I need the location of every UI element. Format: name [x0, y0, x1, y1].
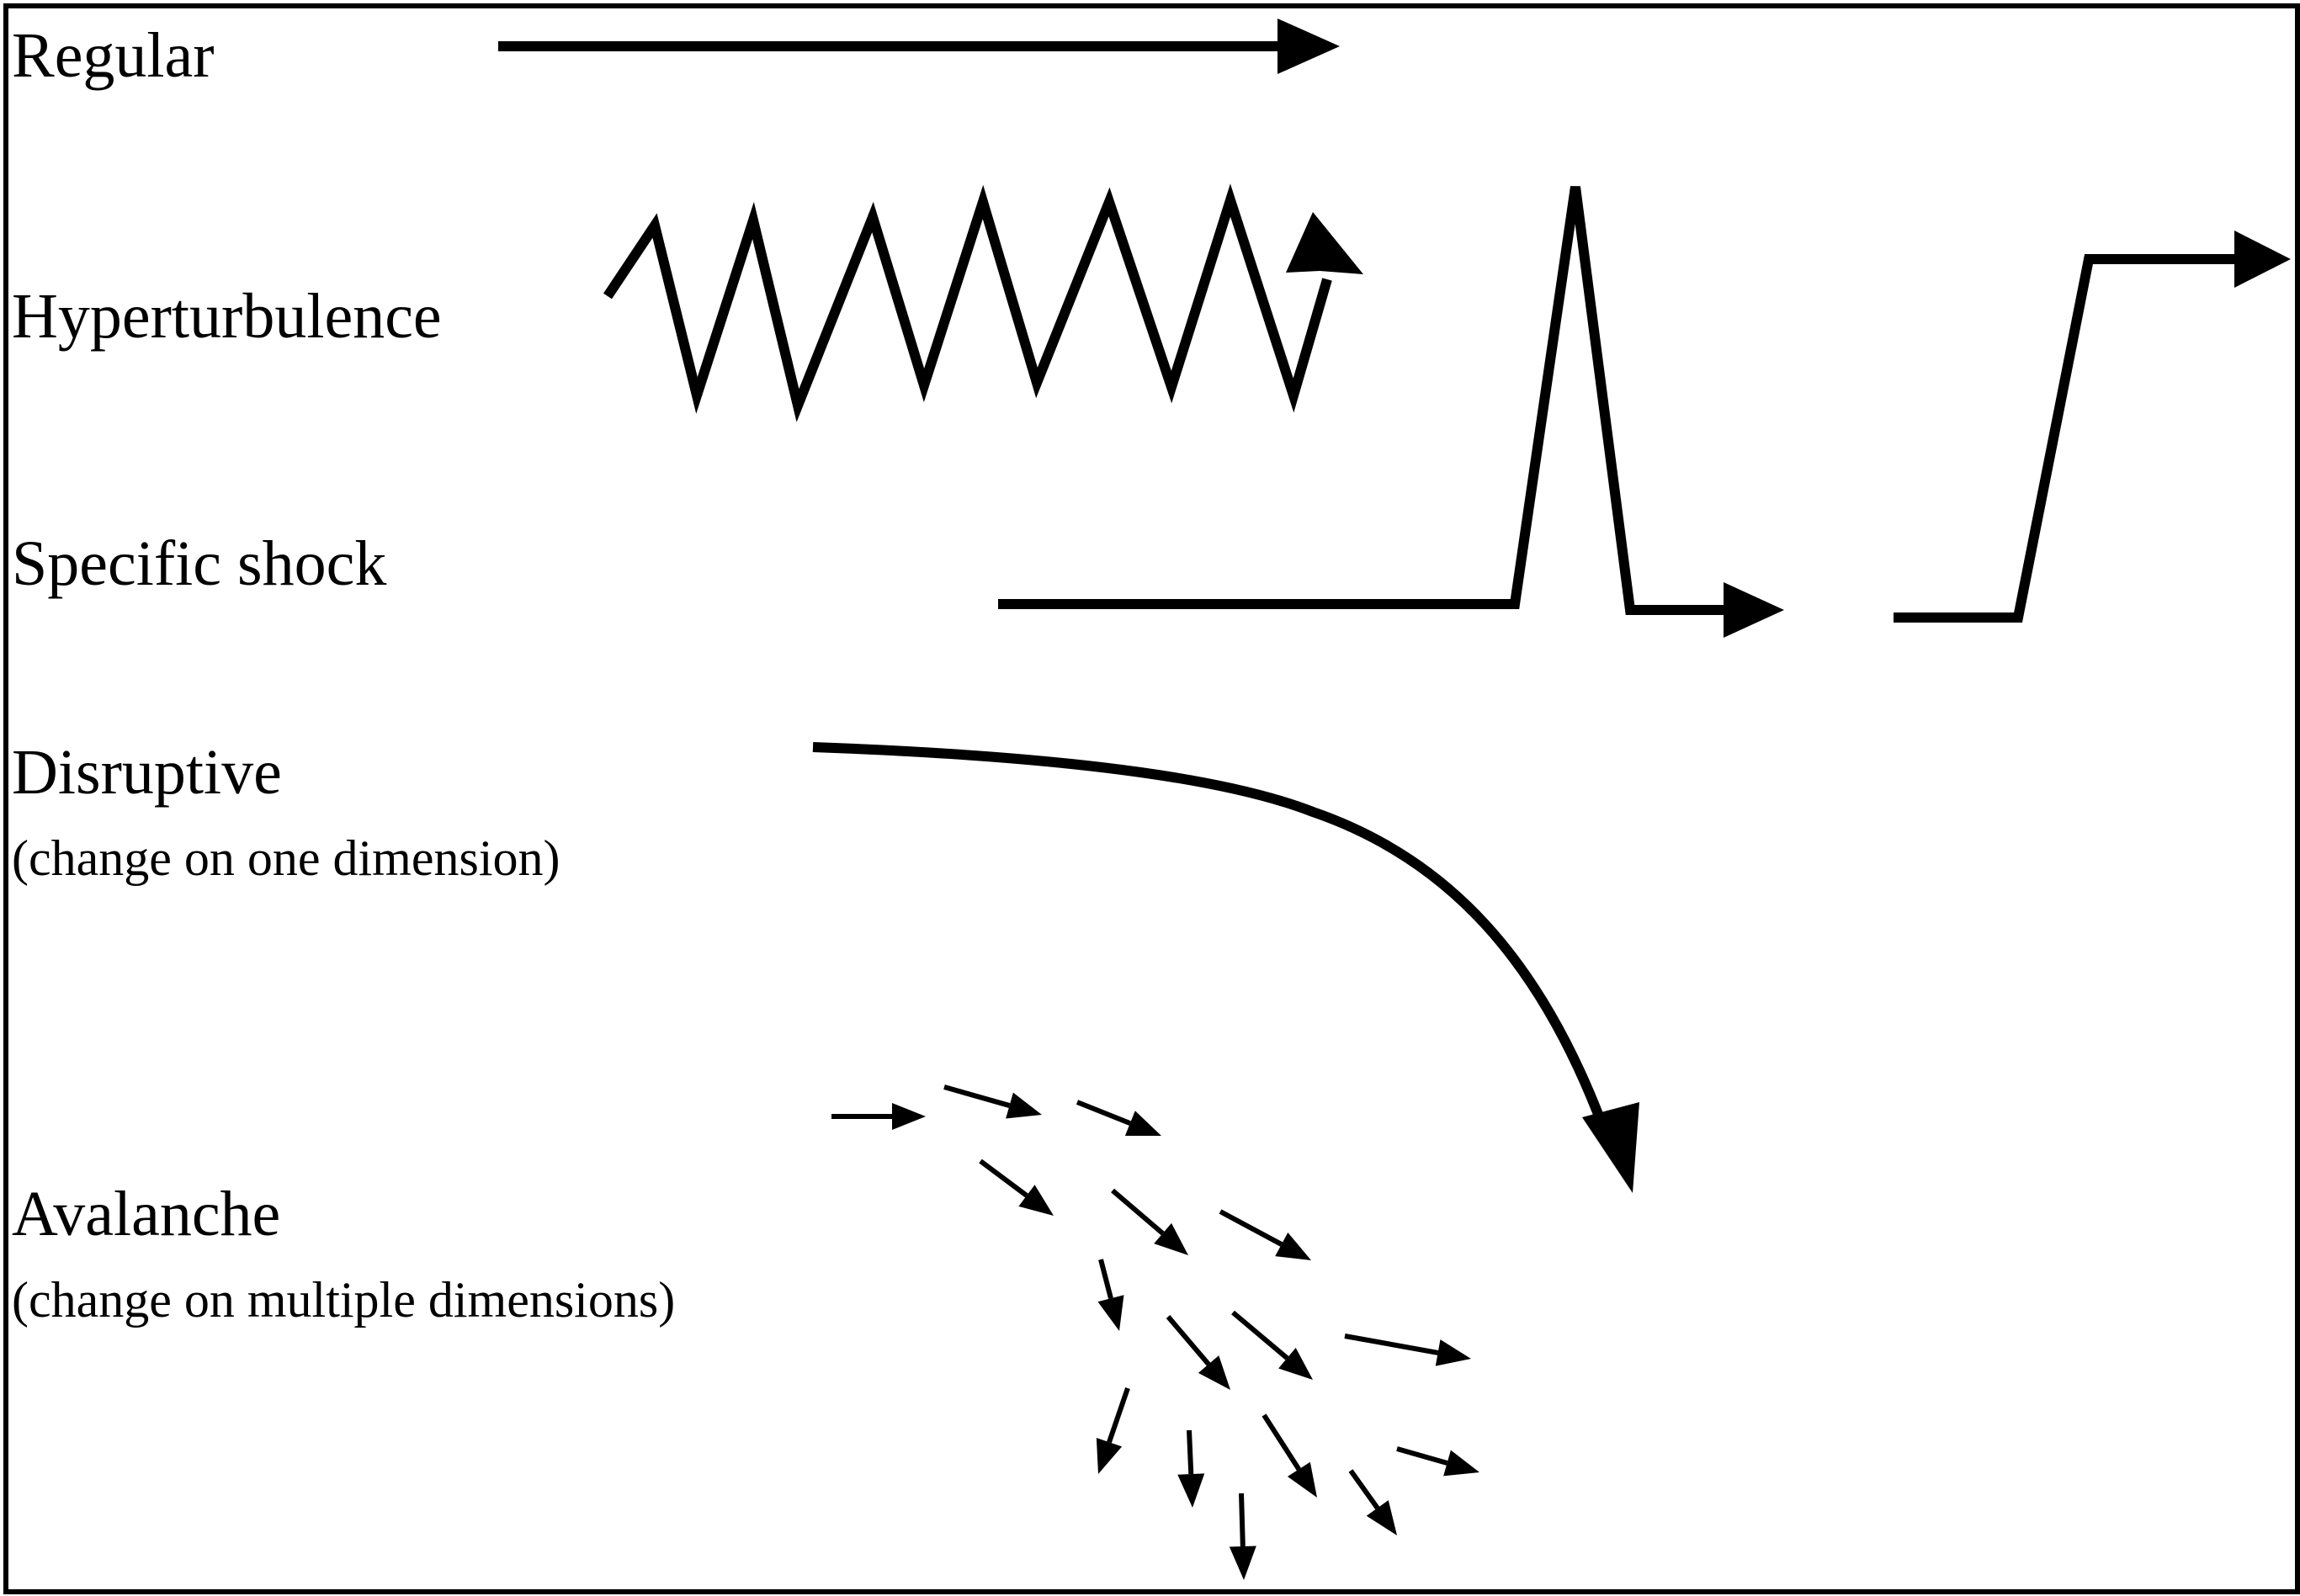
avalanche-arrow-head	[1096, 1437, 1123, 1474]
avalanche-small-arrow	[1262, 1413, 1317, 1498]
disruptive-curved-arrow	[812, 742, 1639, 1193]
avalanche-arrow-head	[1435, 1339, 1471, 1366]
avalanche-small-arrow	[1076, 1100, 1161, 1136]
avalanche-arrow-shaft	[1098, 1259, 1113, 1300]
avalanche-small-arrow	[1229, 1493, 1256, 1580]
avalanche-arrow-head	[1154, 1222, 1188, 1255]
specific-shock-spike-arrow	[998, 186, 1784, 638]
avalanche-arrow-shaft	[1396, 1446, 1448, 1466]
label-avalanche: Avalanche	[12, 1179, 281, 1249]
avalanche-arrow-shaft	[1231, 1310, 1289, 1360]
diagram-frame	[3, 3, 2300, 1594]
avalanche-small-arrow	[1096, 1387, 1130, 1474]
avalanche-arrow-head	[1124, 1111, 1161, 1136]
avalanche-arrow-head	[1097, 1295, 1124, 1331]
avalanche-arrow-shaft	[1219, 1209, 1283, 1247]
step-change-arrow	[1894, 231, 2291, 623]
avalanche-arrow-shaft	[1166, 1315, 1211, 1366]
avalanche-small-arrow	[1111, 1188, 1188, 1255]
avalanche-arrow-shaft	[1076, 1100, 1131, 1126]
avalanche-arrow-shaft	[1348, 1469, 1380, 1510]
avalanche-arrow-shaft	[979, 1159, 1028, 1198]
avalanche-arrow-shaft	[1239, 1493, 1246, 1547]
avalanche-arrow-head	[1018, 1185, 1054, 1216]
hyperturbulence-zigzag-arrow	[603, 183, 1363, 422]
label-specific-shock: Specific shock	[12, 528, 387, 599]
regular-arrow	[498, 19, 1340, 74]
label-disruptive: Disruptive	[12, 737, 282, 808]
avalanche-arrow-shaft	[1111, 1188, 1165, 1236]
avalanche-arrow-head	[1366, 1500, 1397, 1535]
avalanche-arrow-cluster	[831, 1084, 1479, 1580]
avalanche-arrow-shaft	[1262, 1413, 1301, 1471]
avalanche-arrow-head	[1198, 1355, 1230, 1390]
avalanche-small-arrow	[1219, 1209, 1311, 1260]
avalanche-arrow-shaft	[1187, 1429, 1194, 1475]
avalanche-arrow-head	[1275, 1232, 1311, 1260]
avalanche-arrow-head	[1287, 1461, 1317, 1498]
avalanche-small-arrow	[1396, 1446, 1479, 1477]
avalanche-arrow-head	[1177, 1473, 1205, 1508]
avalanche-arrow-head	[1006, 1092, 1042, 1119]
avalanche-arrow-head	[1278, 1347, 1313, 1380]
avalanche-small-arrow	[1097, 1259, 1124, 1331]
avalanche-arrow-head	[1443, 1450, 1479, 1477]
avalanche-small-arrow	[1166, 1315, 1230, 1390]
avalanche-arrow-head	[892, 1103, 926, 1130]
label-hyperturbulence: Hyperturbulence	[12, 281, 442, 352]
avalanche-small-arrow	[979, 1159, 1054, 1216]
avalanche-arrow-shaft	[1107, 1387, 1130, 1444]
avalanche-small-arrow	[1344, 1334, 1471, 1366]
label-avalanche-sub: (change on multiple dimensions)	[12, 1272, 676, 1328]
label-disruptive-sub: (change on one dimension)	[12, 830, 560, 886]
avalanche-small-arrow	[831, 1103, 926, 1130]
avalanche-arrow-shaft	[943, 1084, 1011, 1108]
avalanche-small-arrow	[943, 1084, 1042, 1119]
label-regular: Regular	[12, 20, 215, 91]
avalanche-small-arrow	[1231, 1310, 1313, 1380]
avalanche-small-arrow	[1177, 1429, 1205, 1508]
avalanche-small-arrow	[1348, 1469, 1397, 1535]
avalanche-arrow-head	[1229, 1546, 1256, 1580]
avalanche-arrow-shaft	[1344, 1334, 1439, 1355]
